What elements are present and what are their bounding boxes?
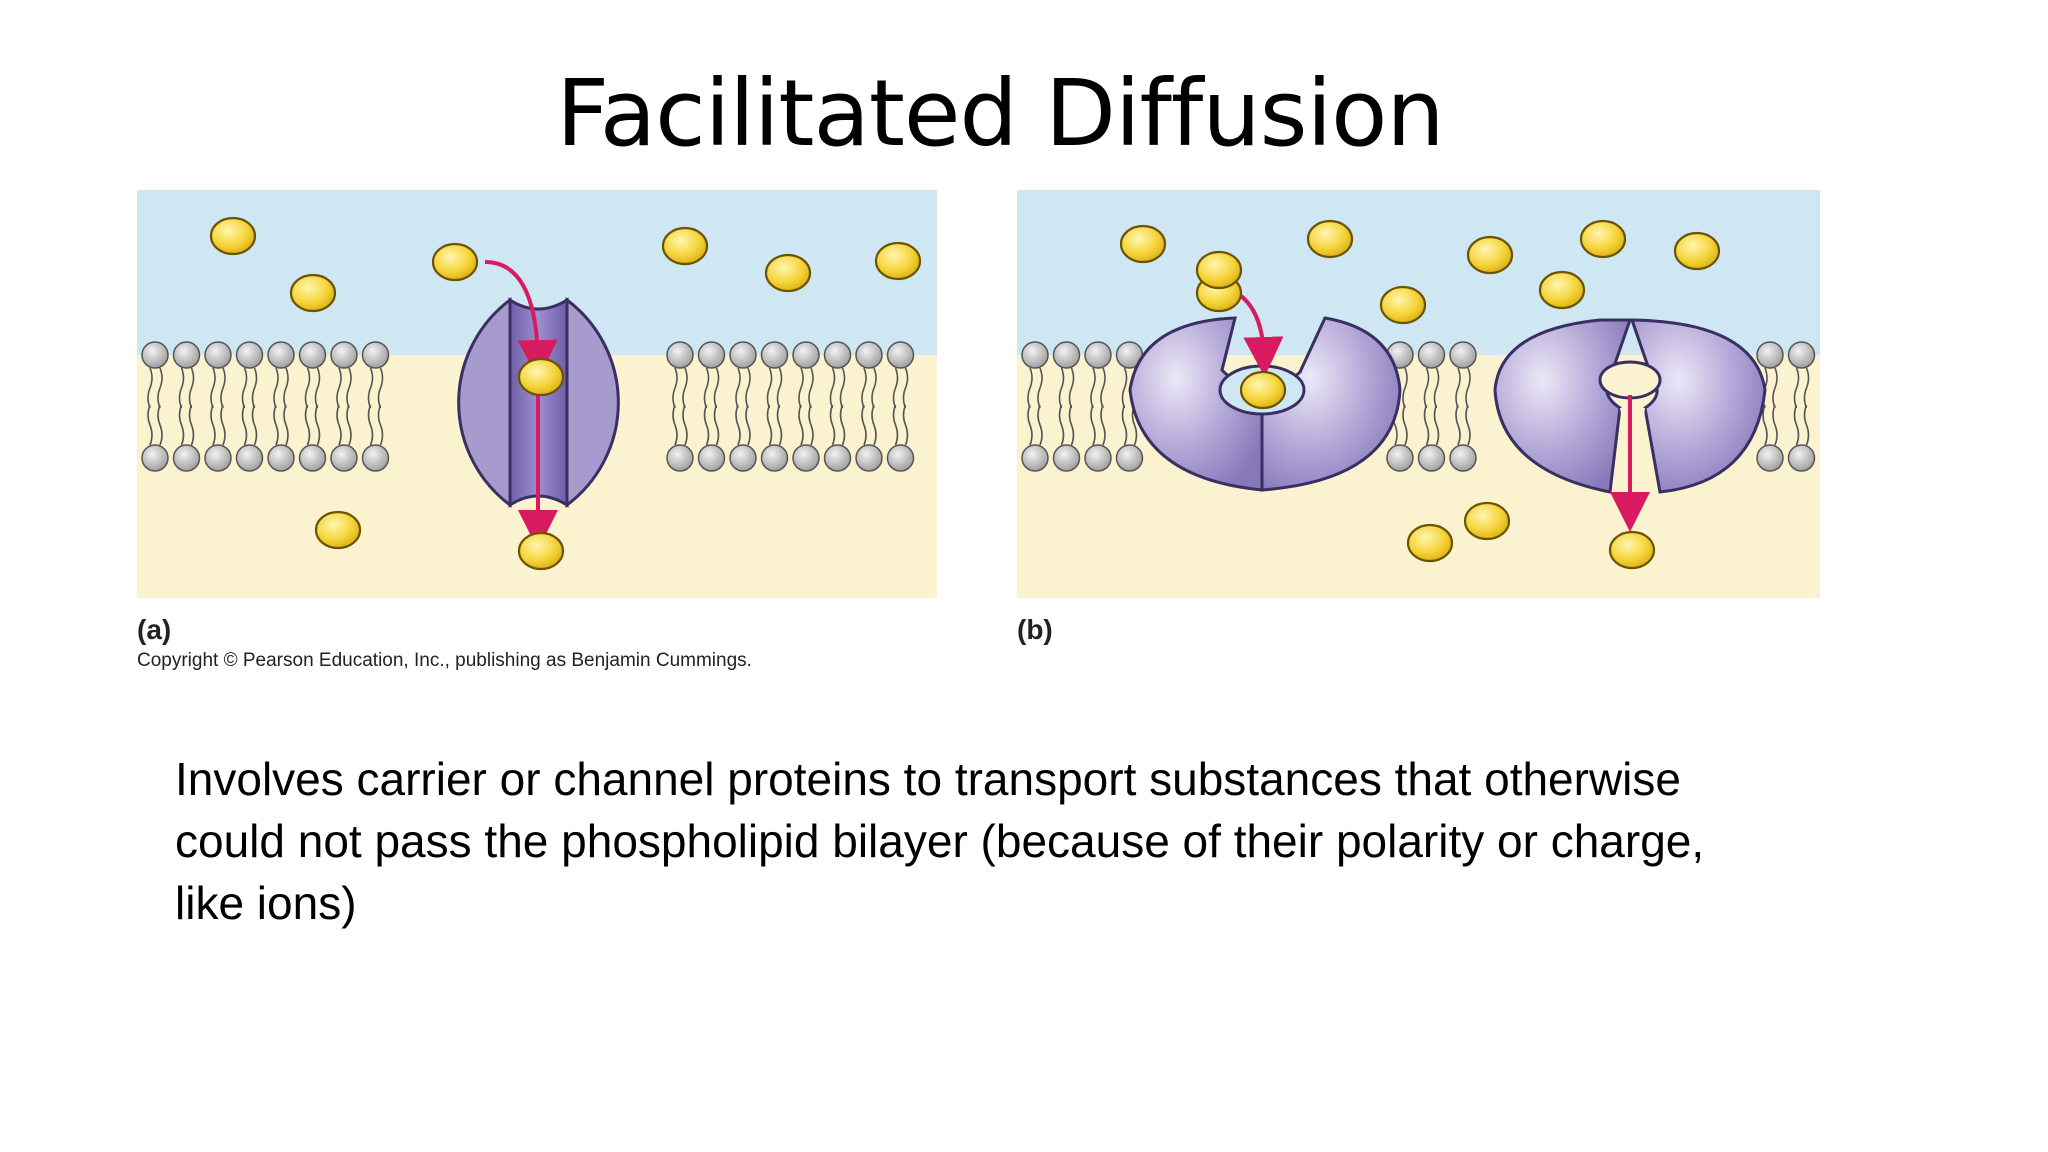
- phospholipid-icon: [361, 341, 390, 472]
- solute-molecule-icon: [209, 216, 257, 256]
- phospholipid-icon: [760, 341, 789, 472]
- phospholipid-icon: [855, 341, 883, 472]
- phospholipid-icon: [1052, 341, 1081, 472]
- solute-molecule-icon: [1608, 530, 1656, 570]
- phospholipid-icon: [666, 341, 694, 472]
- phospholipid-icon: [886, 341, 915, 472]
- carrier-protein-open-inside: [1493, 318, 1767, 494]
- solute-molecule-icon: [1673, 231, 1721, 271]
- phospholipid-icon: [141, 341, 169, 472]
- solute-molecule-icon: [1406, 523, 1454, 563]
- solute-molecule-icon: [1538, 270, 1586, 310]
- solute-molecule-icon: [1195, 250, 1243, 290]
- phospholipid-icon: [267, 341, 295, 472]
- solute-molecule-icon: [289, 273, 337, 313]
- solute-molecule-icon: [1463, 501, 1511, 541]
- phospholipid-icon: [298, 341, 327, 472]
- phospholipid-icon: [1021, 341, 1049, 472]
- solute-molecule-icon: [1466, 235, 1514, 275]
- panel-a: [137, 190, 937, 598]
- solute-molecules: [1119, 219, 1721, 570]
- solute-molecule-icon: [1379, 285, 1427, 325]
- phospholipid-icon: [823, 341, 852, 472]
- phospholipid-bilayer: [1021, 341, 1816, 472]
- solute-molecule-icon: [1239, 370, 1287, 410]
- solute-molecule-icon: [517, 531, 565, 571]
- solute-molecule-icon: [517, 357, 565, 397]
- solute-molecule-icon: [874, 241, 922, 281]
- phospholipid-icon: [1449, 341, 1477, 472]
- phospholipid-icon: [172, 341, 201, 472]
- slide-title: Facilitated Diffusion: [556, 60, 1444, 167]
- solute-molecule-icon: [1119, 224, 1167, 264]
- phospholipid-icon: [1084, 341, 1112, 472]
- phospholipid-icon: [1417, 341, 1446, 472]
- solute-molecule-icon: [431, 242, 479, 282]
- panel-a-label: (a): [137, 614, 172, 645]
- copyright-notice: Copyright © Pearson Education, Inc., pub…: [137, 650, 752, 671]
- phospholipid-icon: [1787, 341, 1816, 472]
- solute-molecule-icon: [1306, 219, 1354, 259]
- phospholipid-icon: [729, 341, 757, 472]
- solute-molecule-icon: [1579, 219, 1627, 259]
- diffusion-arrow-icon: [484, 260, 558, 380]
- body-text: Involves carrier or channel proteins to …: [175, 753, 1705, 929]
- solute-molecules: [209, 216, 922, 571]
- panel-b: [1017, 190, 1820, 598]
- phospholipid-icon: [204, 341, 232, 472]
- phospholipid-icon: [330, 341, 358, 472]
- panel-b-label: (b): [1017, 614, 1053, 645]
- phospholipid-icon: [235, 341, 264, 472]
- solute-molecule-icon: [661, 226, 709, 266]
- phospholipid-icon: [1115, 341, 1144, 472]
- phospholipid-icon: [697, 341, 726, 472]
- solute-molecule-icon: [764, 253, 812, 293]
- phospholipid-icon: [792, 341, 820, 472]
- solute-molecule-icon: [314, 510, 362, 550]
- phospholipid-bilayer: [141, 341, 915, 472]
